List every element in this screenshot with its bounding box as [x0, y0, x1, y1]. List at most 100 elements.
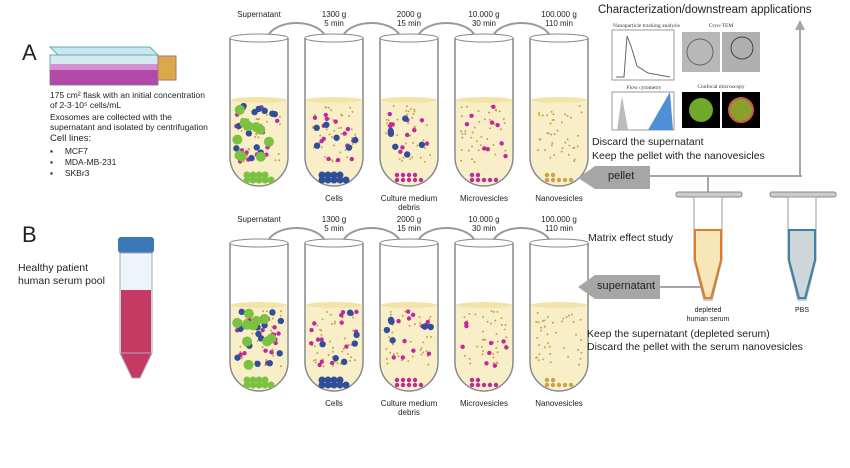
microvesicle-dot: [344, 344, 349, 349]
nanovesicle-dot: [494, 153, 497, 156]
nanovesicle-dot: [550, 144, 553, 147]
nanovesicle-dot: [463, 316, 466, 319]
nanovesicle-dot: [422, 341, 425, 344]
liquid-surface: [231, 302, 287, 308]
microvesicle-dot: [503, 153, 508, 159]
pellet-dot: [394, 177, 400, 183]
liquid-surface: [456, 302, 512, 308]
nanovesicle-dot: [546, 132, 549, 135]
pellet-dot: [475, 377, 481, 383]
nanovesicle-dot: [331, 346, 334, 349]
cell-dot: [251, 315, 262, 326]
microvesicle-dot: [335, 157, 341, 163]
pellet-dot: [412, 377, 418, 383]
nanovesicle-dot: [503, 328, 506, 331]
nanovesicle-dot: [350, 128, 353, 131]
nanovesicle-dot: [401, 359, 404, 362]
debris-dot: [345, 144, 353, 151]
nanovesicle-dot: [261, 345, 264, 348]
debris-dot: [389, 337, 396, 344]
nanovesicle-dot: [549, 352, 552, 355]
transfer-arc: [491, 22, 552, 39]
nanovesicle-dot: [274, 159, 277, 162]
centrifuge-tube-icon: [529, 38, 589, 187]
nanovesicle-dot: [419, 348, 422, 351]
tube-rim: [529, 33, 589, 43]
nanovesicle-dot: [407, 360, 410, 363]
tube-liquid: [531, 305, 587, 390]
nanovesicle-dot: [278, 123, 281, 126]
nanovesicle-dot: [419, 156, 422, 159]
pellet-dot: [255, 171, 263, 179]
pellet-dot: [487, 177, 493, 183]
nanovesicle-dot: [351, 110, 354, 113]
nanovesicle-dot: [536, 311, 539, 314]
microvesicle-dot: [317, 362, 322, 368]
nanovesicle-dot: [495, 347, 498, 350]
tube-liquid: [306, 100, 362, 185]
nanovesicle-dot: [409, 157, 412, 160]
serum-tube-icon: [118, 237, 154, 379]
pellet-dot: [550, 172, 556, 178]
microvesicle-dot: [501, 339, 506, 344]
transfer-arc: [416, 227, 477, 244]
nanovesicle-dot: [428, 318, 431, 321]
microvesicle-dot: [387, 111, 392, 117]
nanovesicle-dot: [385, 132, 388, 135]
serum-label-1: Healthy patient: [18, 262, 89, 274]
nanovesicle-dot: [498, 110, 501, 113]
microvesicle-dot: [460, 344, 465, 349]
fraction-label: Microvesicles: [459, 399, 508, 408]
cell-dot: [232, 317, 243, 328]
nanovesicle-dot: [482, 350, 485, 353]
nanovesicle-dot: [502, 117, 505, 120]
nanovesicle-dot: [486, 320, 489, 323]
depleted-serum-tube-icon: [675, 191, 743, 301]
transfer-arc: [266, 22, 327, 39]
tube-rim: [304, 33, 364, 43]
nanovesicle-dot: [464, 132, 467, 135]
nanovesicle-dot: [324, 155, 327, 158]
pellet-dot: [400, 172, 406, 178]
nanovesicle-dot: [333, 322, 336, 325]
nanovesicle-dot: [567, 355, 570, 358]
tube-rim: [379, 238, 439, 248]
microvesicle-dot: [464, 122, 470, 127]
nanovesicle-dot: [280, 310, 283, 313]
nanovesicle-dot: [407, 110, 410, 113]
nanovesicle-dot: [311, 126, 314, 129]
nanovesicle-dot: [251, 332, 254, 335]
debris-dot: [323, 121, 330, 128]
microvesicle-dot: [404, 132, 410, 138]
nanovesicle-dot: [427, 363, 430, 366]
supernatant-arrow-shape: [578, 275, 660, 299]
microvesicle-dot: [354, 309, 359, 315]
nanovesicle-dot: [279, 365, 282, 368]
microvesicle-dot: [275, 118, 280, 124]
pellet-dot: [324, 376, 332, 384]
nanovesicle-dot: [480, 135, 483, 138]
pellet-dot: [556, 177, 562, 183]
nanovesicle-dot: [478, 120, 481, 123]
nanovesicle-dot: [500, 317, 503, 320]
debris-dot: [245, 130, 253, 137]
microvesicle-dot: [391, 355, 396, 360]
nanovesicle-dot: [560, 121, 563, 124]
nanovesicle-dot: [482, 330, 485, 333]
pellet-dot: [267, 381, 275, 389]
pellet-dot: [249, 381, 257, 389]
pellet-dot: [324, 176, 332, 184]
pellet-dot: [342, 381, 350, 389]
nanovesicle-dot: [349, 106, 352, 109]
nta-caption: Nanoparticle tracking analysis: [613, 23, 680, 29]
microvesicle-dot: [309, 341, 314, 346]
nanovesicle-dot: [549, 361, 552, 364]
pellet-arrow-shape: [578, 166, 650, 189]
nanovesicle-dot: [543, 319, 546, 322]
centrifuge-tube-icon: [529, 243, 589, 392]
nanovesicle-dot: [392, 343, 395, 346]
